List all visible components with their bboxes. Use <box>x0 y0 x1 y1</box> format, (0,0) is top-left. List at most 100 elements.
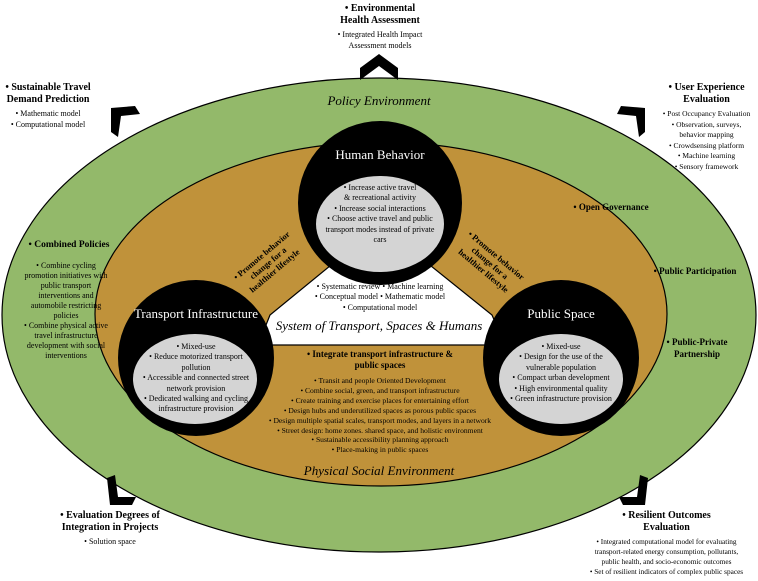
user-experience-evaluation: • User Experience Evaluation • Post Occu… <box>655 82 758 172</box>
list-item: transport modes instead of private <box>325 224 435 234</box>
list-item: promotion initiatives with <box>24 271 108 280</box>
list-item: • Increase active travel <box>343 183 417 192</box>
transport-infrastructure-items: • Mixed-use • Reduce motorized transport… <box>135 342 257 415</box>
list-item: • Post Occupancy Evaluation <box>662 109 751 118</box>
title-line: Evaluation <box>643 522 690 533</box>
list-item: • Place-making in public spaces <box>331 445 429 455</box>
arrow-down-left-icon <box>107 475 136 505</box>
list-item: interventions and <box>38 291 94 300</box>
system-label: System of Transport, Spaces & Humans <box>275 318 483 333</box>
list-item: Assessment models <box>348 40 412 50</box>
list-item: cars <box>373 235 387 245</box>
transport-infrastructure-title: Transport Infrastructure <box>133 306 259 321</box>
list-item: pollution <box>181 362 211 372</box>
title-line: • Environmental <box>344 3 416 14</box>
evaluation-degrees-of-integration: • Evaluation Degrees of Integration in P… <box>50 510 170 548</box>
policy-environment-label: Policy Environment <box>327 93 431 108</box>
method-line: • Computational model <box>342 302 418 312</box>
line: Partnership <box>674 349 720 359</box>
list-item: • Machine learning <box>677 151 736 160</box>
method-line: • Systematic review • Machine learning <box>316 282 444 291</box>
public-private-partnership: • Public-Private Partnership <box>662 336 732 360</box>
list-item: • Sustainable accessibility planning app… <box>311 435 449 445</box>
transport-infrastructure-inner <box>133 334 257 424</box>
list-item: infrastructure provision <box>158 404 234 414</box>
title-line: • Evaluation Degrees of <box>60 510 160 521</box>
title-line: Integration in Projects <box>61 522 159 533</box>
human-behavior-title: Human Behavior <box>335 147 425 162</box>
list-item: interventions <box>45 351 87 360</box>
list-item: development with social <box>26 341 106 350</box>
title-line: • Sustainable Travel <box>5 82 91 93</box>
list-item: • Increase social interactions <box>334 203 426 213</box>
arrow-up-icon <box>360 54 398 80</box>
list-item: • Crowdsensing platform <box>668 140 745 150</box>
list-item: • Create training and exercise places fo… <box>291 395 469 405</box>
list-item: • Solution space <box>84 537 136 546</box>
public-participation: • Public Participation <box>653 266 737 276</box>
physical-social-environment-label: Physical Social Environment <box>303 463 455 478</box>
list-item: • Combine social, green, and transport i… <box>300 385 460 395</box>
list-item: • Design for the use of the <box>519 352 603 362</box>
integrate-items: • Transit and people Oriented Developmen… <box>240 376 520 455</box>
open-governance: • Open Governance <box>573 202 649 212</box>
list-item: • Street design: home zones. shared spac… <box>277 425 483 435</box>
public-space-inner <box>499 334 623 424</box>
arrow-up-left-icon <box>111 106 140 137</box>
public-space-items: • Mixed-use • Design for the use of the … <box>499 342 623 404</box>
list-item: • Transit and people Oriented Developmen… <box>314 376 446 385</box>
list-item: • Reduce motorized transport <box>149 352 243 362</box>
line: • Public-Private <box>666 337 728 347</box>
title-line: Evaluation <box>683 94 730 105</box>
list-item: • Mathematic model <box>15 109 81 118</box>
list-item: • Combine physical active <box>24 321 108 330</box>
title-line: Health Assessment <box>340 15 420 26</box>
list-item: • Combine cycling <box>36 261 96 270</box>
list-item: • Integrated computational model for eva… <box>596 537 737 546</box>
list-item: vulnerable population <box>526 362 596 372</box>
list-item: & recreational activity <box>344 193 416 203</box>
arrow-down-right-icon <box>619 475 648 505</box>
list-item: public transport <box>40 281 92 290</box>
title-line: • User Experience <box>668 82 745 93</box>
resilient-outcomes-evaluation: • Resilient Outcomes Evaluation • Integr… <box>575 510 758 577</box>
list-item: • Mixed-use <box>176 342 216 351</box>
list-item: • Choose active travel and public <box>327 214 433 224</box>
title-line: • Integrate transport infrastructure & <box>307 349 453 359</box>
list-item: • Computational model <box>10 119 86 129</box>
combined-policies-title: • Combined Policies <box>28 240 110 250</box>
list-item: • Observation, surveys, <box>671 119 742 129</box>
method-line: • Conceptual model • Mathematic model <box>314 292 446 302</box>
title-line: • Resilient Outcomes <box>622 510 711 521</box>
arrow-up-right-icon <box>617 106 645 137</box>
list-item: public health, and socio-economic outcom… <box>601 557 732 566</box>
center-triangle <box>257 224 506 346</box>
list-item: • Integrated Health Impact <box>337 30 423 39</box>
list-item: network provision <box>166 383 226 393</box>
list-item: policies <box>53 311 79 320</box>
list-item: • High environmental quality <box>514 383 608 393</box>
list-item: • Design hubs and underutilized spaces a… <box>283 405 477 415</box>
list-item: • Dedicated walking and cycling <box>143 394 249 404</box>
list-item: • Accessible and connected street <box>142 373 250 383</box>
list-item: • Sensory framework <box>674 161 739 171</box>
title-line: public spaces <box>354 360 406 370</box>
list-item: • Compact urban development <box>512 373 610 383</box>
environmental-health-assessment: • Environmental Health Assessment • Inte… <box>300 3 460 51</box>
list-item: • Design multiple spatial scales, transp… <box>268 415 492 425</box>
title-line: Demand Prediction <box>6 94 90 105</box>
public-space-title: Public Space <box>527 306 595 321</box>
human-behavior-inner <box>316 176 444 272</box>
list-item: • Green infrastructure provision <box>510 394 612 404</box>
sustainable-travel-demand-prediction: • Sustainable Travel Demand Prediction •… <box>0 82 96 130</box>
human-behavior-items: • Increase active travel & recreational … <box>310 183 450 245</box>
list-item: automobile restricting <box>30 301 102 310</box>
combined-policies-items: • Combine cycling promotion initiatives … <box>4 261 128 361</box>
list-item: • Mixed-use <box>541 342 581 351</box>
integrate-title: • Integrate transport infrastructure & p… <box>250 349 510 371</box>
list-item: travel infrastructure <box>34 331 98 340</box>
list-item: transport-related energy consumption, po… <box>594 547 739 556</box>
center-methods: • Systematic review • Machine learning •… <box>290 282 470 313</box>
list-item: • Set of resilient indicators of complex… <box>589 567 744 576</box>
